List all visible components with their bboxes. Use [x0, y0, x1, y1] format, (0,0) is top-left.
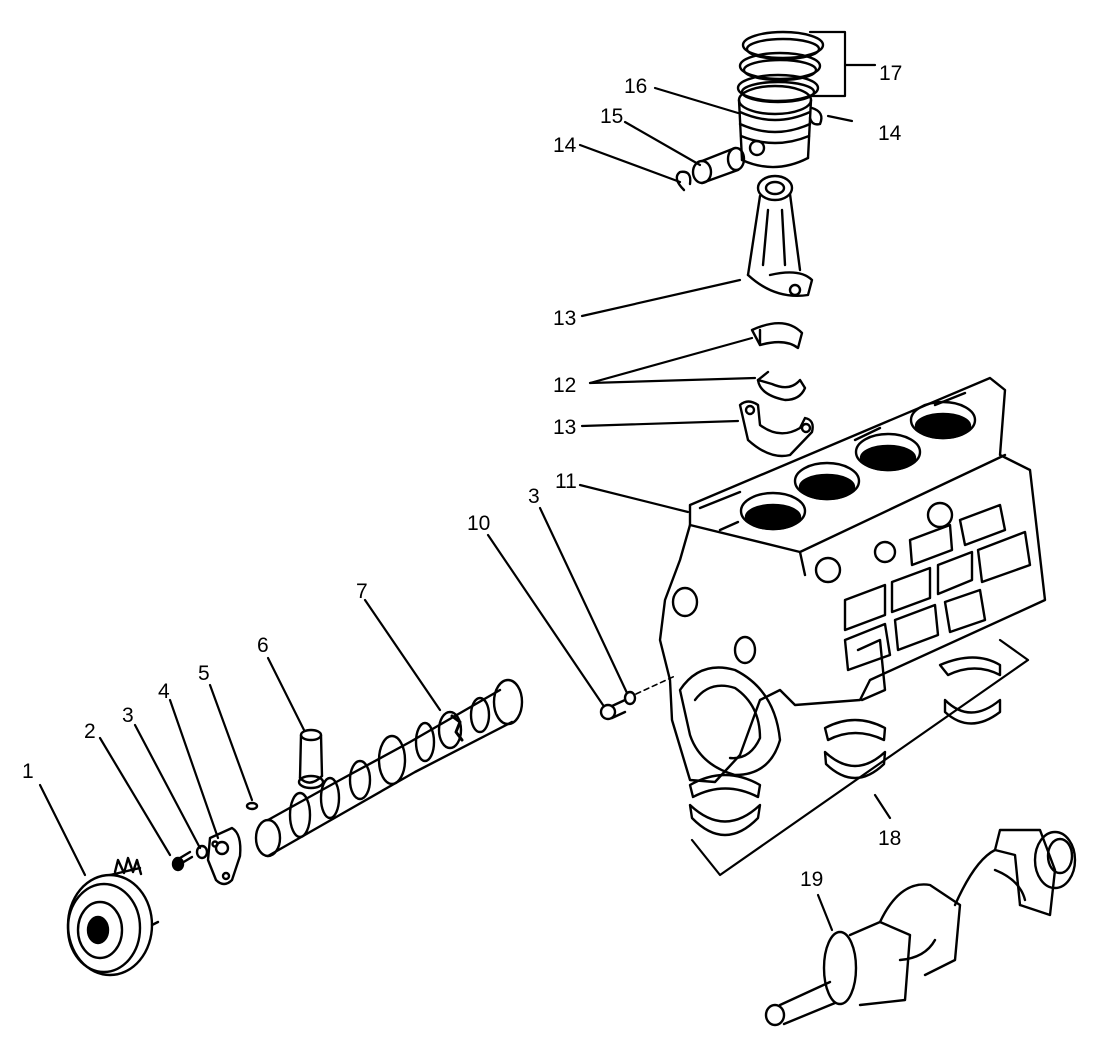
- piston-pin-circlip-right: [808, 106, 823, 126]
- callout-12: 12: [553, 374, 576, 397]
- callout-14-left: 14: [553, 134, 577, 157]
- plug-bolt: [599, 698, 627, 721]
- callout-13-cap: 13: [553, 416, 576, 439]
- main-bearing-shell: [823, 718, 887, 780]
- callout-14-right: 14: [878, 122, 902, 145]
- callout-11: 11: [555, 470, 577, 493]
- camshaft-washer: [195, 844, 209, 860]
- cylinder-block: [658, 376, 1047, 784]
- callout-7: 7: [356, 580, 368, 603]
- piston: [737, 84, 813, 169]
- connecting-rod-cap: [738, 400, 814, 458]
- callout-5: 5: [198, 662, 210, 685]
- callout-17: 17: [879, 62, 902, 85]
- callout-4: 4: [158, 680, 170, 703]
- callout-3-block: 3: [528, 485, 540, 508]
- main-bearing-shell: [938, 656, 1002, 725]
- callout-13-rod: 13: [553, 307, 576, 330]
- crankshaft-pulley: [66, 856, 160, 977]
- piston-rings: [736, 30, 825, 104]
- piston-pin-circlip-left: [675, 170, 692, 192]
- woodruff-key: [245, 801, 259, 811]
- valve-lifter: [297, 728, 325, 790]
- callout-16: 16: [624, 75, 647, 98]
- callout-1: 1: [22, 760, 34, 783]
- callout-19: 19: [800, 868, 823, 891]
- callout-10: 10: [467, 512, 490, 535]
- connecting-rod-bearing-lower: [756, 370, 807, 402]
- main-bearing-shells: [688, 656, 1002, 837]
- leader-lines: [38, 30, 1030, 932]
- callout-2: 2: [84, 720, 96, 743]
- crankshaft: [764, 828, 1077, 1027]
- callout-3: 3: [122, 704, 134, 727]
- callout-18: 18: [878, 827, 901, 850]
- thrust-plate: [206, 826, 242, 886]
- connecting-rod-bearing-upper: [750, 322, 804, 350]
- plug-washer: [623, 675, 676, 706]
- connecting-rod: [746, 174, 814, 297]
- piston-pin: [691, 146, 746, 185]
- callout-6: 6: [257, 634, 269, 657]
- camshaft-bolt: [171, 850, 194, 872]
- main-bearing-shell: [688, 773, 762, 837]
- camshaft: [254, 678, 524, 858]
- callout-15: 15: [600, 105, 623, 128]
